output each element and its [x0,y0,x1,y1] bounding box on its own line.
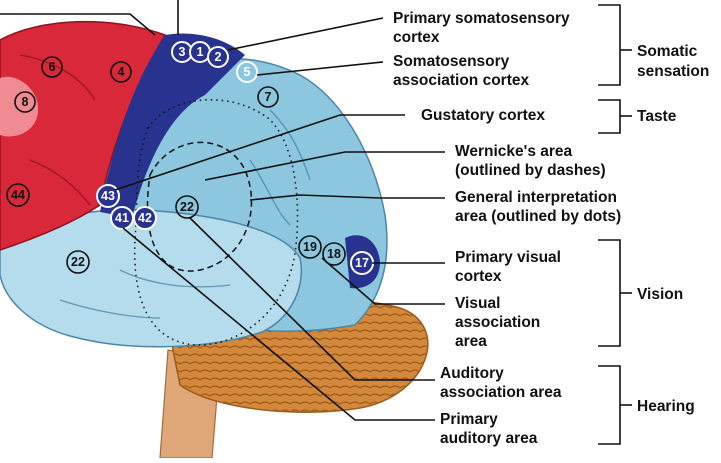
svg-text:43: 43 [101,189,115,203]
label-general-interpretation: General interpretation area (outlined by… [455,189,621,225]
area-22-upper-marker: 22 [175,195,199,219]
svg-text:7: 7 [265,90,272,104]
label-wernicke: Wernicke's area (outlined by dashes) [455,143,606,179]
group-labels: Somatic sensation Taste Vision Hearing [637,43,709,415]
svg-text:17: 17 [355,256,369,270]
area-18-marker: 18 [322,242,346,266]
label-primary-auditory: Primary auditory area [440,411,538,447]
svg-text:22: 22 [180,200,194,214]
label-primary-somatosensory: Primary somatosensory cortex [393,10,574,46]
area-4-marker: 4 [110,61,132,83]
group-brackets [598,4,632,445]
label-auditory-association: Auditory association area [440,365,562,401]
area-labels: Primary somatosensory cortex Somatosenso… [393,10,621,447]
area-8-marker: 8 [14,91,36,113]
group-vision: Vision [637,286,683,303]
svg-text:44: 44 [11,188,25,202]
group-hearing: Hearing [637,398,695,415]
area-43-marker: 43 [96,184,120,208]
area-44-marker: 44 [6,183,30,207]
group-somatic-sensation: Somatic sensation [637,43,709,80]
group-taste: Taste [637,108,677,125]
area-1-marker: 1 [189,41,211,63]
primary-somatosensory-strip [100,33,245,219]
svg-text:8: 8 [22,95,29,109]
area-41-marker: 41 [110,206,134,230]
area-7-marker: 7 [257,86,279,108]
svg-text:2: 2 [215,50,222,64]
svg-text:1: 1 [197,45,204,59]
brodmann-area-markers: 3 1 2 5 7 6 4 8 44 43 41 42 22 22 19 18 … [6,41,374,275]
area-22-lower-marker: 22 [66,250,90,274]
svg-text:6: 6 [49,60,56,74]
area-5-marker: 5 [236,61,258,83]
svg-text:18: 18 [327,247,341,261]
svg-text:41: 41 [115,211,129,225]
label-somatosensory-association: Somatosensory association cortex [393,53,529,89]
svg-text:5: 5 [244,65,251,79]
leader-lines [0,0,445,421]
label-gustatory: Gustatory cortex [421,107,545,124]
area-6-marker: 6 [41,56,63,78]
area-17-marker: 17 [350,251,374,275]
frontal-eye-field [0,76,39,137]
area-2-marker: 2 [207,46,229,68]
area-42-marker: 42 [133,206,157,230]
label-visual-association: Visual association area [455,295,545,350]
general-interpretation-outline [133,99,299,346]
svg-text:42: 42 [138,211,152,225]
svg-text:22: 22 [71,255,85,269]
label-primary-visual: Primary visual cortex [455,249,565,285]
svg-text:3: 3 [179,45,186,59]
brain-illustration [0,20,429,459]
svg-text:19: 19 [303,240,317,254]
wernicke-outline [146,141,253,272]
svg-text:4: 4 [118,65,125,79]
area-19-marker: 19 [298,235,322,259]
